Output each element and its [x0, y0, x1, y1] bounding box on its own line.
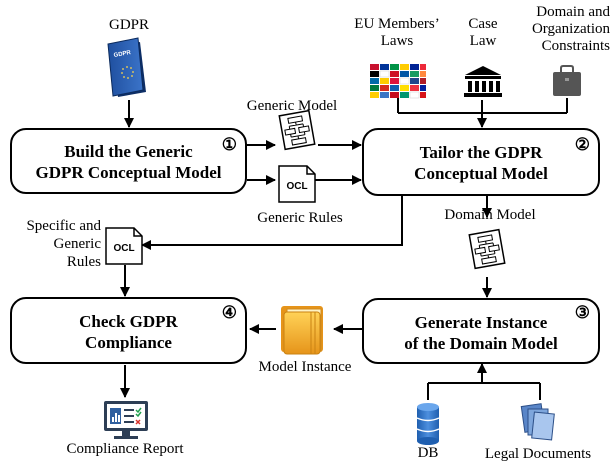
generic-model-label: Generic Model	[246, 98, 338, 114]
compliance-report-label: Compliance Report	[66, 441, 184, 457]
eu-flags-icon	[370, 64, 426, 99]
gdpr-book-text: GDPR	[113, 50, 132, 59]
legal-documents-icon	[520, 403, 555, 441]
domain-constraints-label-line1: Domain and	[536, 4, 610, 20]
domain-constraints-label-line2: Organization	[531, 21, 610, 37]
step-4-title-line2: Compliance	[85, 333, 172, 352]
domain-model-icon	[468, 228, 506, 270]
step-1-number: ①	[221, 135, 237, 154]
step-2-title-line2: Conceptual Model	[414, 164, 548, 183]
ocl-document-icon-specific-rules: OCL	[105, 227, 143, 265]
case-law-label-line1: Case	[468, 16, 498, 32]
gdpr-label: GDPR	[108, 17, 149, 33]
db-label: DB	[417, 445, 439, 461]
model-instance-folder-icon	[281, 306, 323, 355]
legal-documents-label: Legal Documents	[484, 446, 592, 462]
step-3-title-line2: of the Domain Model	[404, 334, 558, 353]
step-3-number: ③	[574, 303, 590, 322]
step-1-box[interactable]: Build the Generic GDPR Conceptual Model …	[10, 128, 247, 194]
briefcase-icon	[553, 65, 581, 96]
step-3-title-line1: Generate Instance	[414, 313, 548, 332]
step-2-number: ②	[574, 135, 590, 154]
courthouse-icon	[464, 66, 502, 97]
generic-model-icon	[278, 109, 316, 151]
domain-constraints-label-line3: Constraints	[541, 38, 610, 54]
specific-rules-label-line2: Generic	[53, 236, 101, 252]
ocl-label: OCL	[113, 243, 134, 254]
compliance-report-icon	[104, 401, 148, 439]
step-4-number: ④	[221, 303, 237, 322]
ocl-document-icon-generic-rules: OCL	[278, 165, 316, 203]
specific-rules-label-line3: Rules	[66, 254, 101, 270]
step-1-title-line1: Build the Generic	[64, 142, 193, 161]
domain-model-label: Domain Model	[444, 207, 536, 223]
eu-laws-label-line2: Laws	[380, 33, 414, 49]
flow-arrows	[120, 98, 568, 400]
step-4-box[interactable]: Check GDPR Compliance ④	[10, 297, 247, 364]
generic-rules-label: Generic Rules	[257, 210, 343, 226]
arrow-tailor-to-specific-rules	[141, 196, 403, 250]
database-icon	[416, 403, 440, 445]
specific-rules-label-line1: Specific and	[26, 218, 101, 234]
step-2-box[interactable]: Tailor the GDPR Conceptual Model ②	[362, 128, 600, 196]
gdpr-book-icon: GDPR	[107, 37, 146, 97]
step-4-title-line1: Check GDPR	[79, 312, 178, 331]
eu-laws-label-line1: EU Members’	[354, 16, 440, 32]
step-2-title-line1: Tailor the GDPR	[419, 143, 543, 162]
model-instance-label: Model Instance	[258, 359, 352, 375]
case-law-label-line2: Law	[469, 33, 497, 49]
step-3-box[interactable]: Generate Instance of the Domain Model ③	[362, 298, 600, 364]
step-1-title-line2: GDPR Conceptual Model	[35, 163, 222, 182]
ocl-label: OCL	[286, 181, 307, 192]
